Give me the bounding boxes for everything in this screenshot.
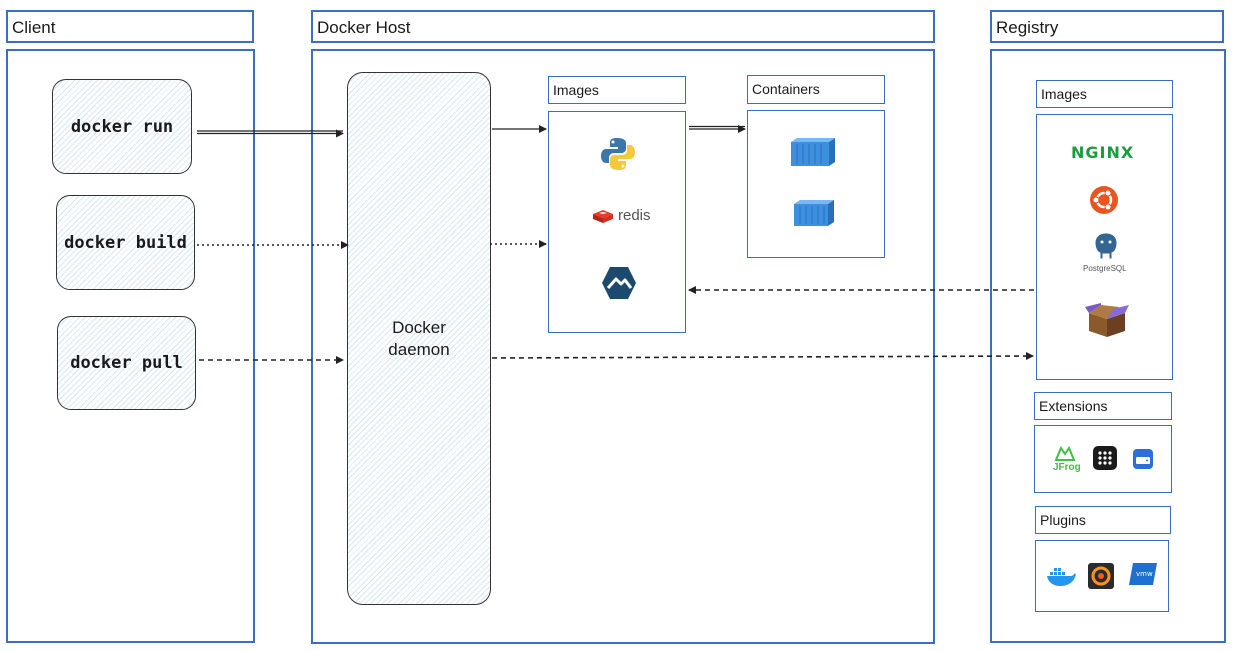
postgresql-icon	[1094, 232, 1118, 260]
container-icon	[794, 200, 834, 226]
docker-run-command[interactable]: docker run	[52, 79, 192, 174]
vmware-icon: vmw	[1129, 563, 1157, 585]
client-header: Client	[6, 10, 254, 43]
redis-icon	[593, 210, 613, 223]
docker-build-command[interactable]: docker build	[56, 195, 195, 290]
host-images-header: Images	[548, 76, 686, 104]
jfrog-icon	[1054, 446, 1076, 461]
plugins-header: Plugins	[1035, 506, 1171, 534]
client-title: Client	[12, 18, 56, 37]
containers-header: Containers	[747, 75, 885, 104]
docker-whale-icon	[1047, 568, 1076, 586]
nginx-icon: NGINX	[1071, 143, 1135, 162]
jfrog-label: JFrog	[1053, 462, 1081, 473]
registry-images-header: Images	[1036, 80, 1173, 108]
grafana-icon	[1088, 563, 1114, 589]
ubuntu-icon	[1090, 186, 1118, 214]
extensions-header: Extensions	[1034, 392, 1172, 420]
disk-icon	[1133, 449, 1153, 469]
arrow-run-to-daemon	[197, 129, 344, 138]
registry-title: Registry	[996, 18, 1059, 37]
svg-text:vmw: vmw	[1136, 570, 1153, 578]
redis-label: redis	[618, 207, 651, 224]
registry-header: Registry	[990, 10, 1224, 43]
arrow-daemon-to-registry	[491, 352, 1034, 361]
grid-app-icon	[1093, 446, 1117, 470]
host-title: Docker Host	[317, 18, 411, 37]
container-icon	[791, 138, 835, 166]
extensions-panel: JFrog	[1034, 425, 1172, 493]
registry-images-panel: NGINX PostgreSQL	[1036, 114, 1173, 380]
alpine-icon	[602, 267, 636, 299]
box-icon	[1085, 303, 1129, 337]
host-images-panel: redis	[548, 111, 686, 333]
docker-daemon[interactable]: Docker daemon	[347, 72, 491, 605]
containers-panel	[747, 110, 885, 258]
host-header: Docker Host	[311, 10, 935, 43]
python-icon	[601, 138, 635, 170]
plugins-panel: vmw	[1035, 540, 1169, 612]
postgresql-label: PostgreSQL	[1083, 264, 1127, 273]
docker-pull-command[interactable]: docker pull	[57, 316, 196, 410]
arrow-images-to-containers	[689, 125, 746, 133]
